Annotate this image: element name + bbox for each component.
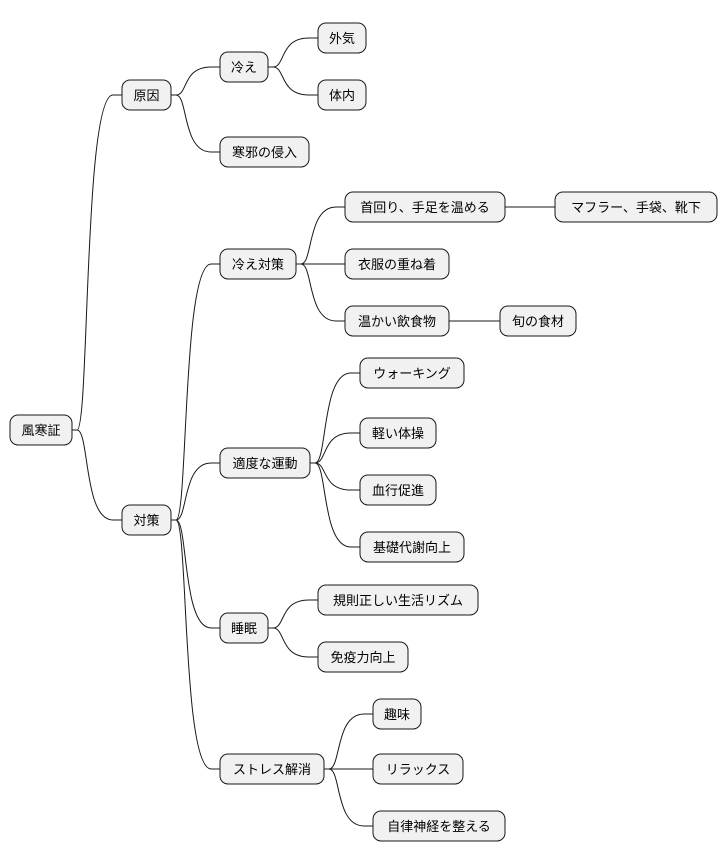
- node-label: 睡眠: [231, 622, 257, 637]
- edge-chill_measures-to-warm_food: [296, 263, 345, 322]
- node-label: マフラー、手袋、靴下: [571, 201, 701, 216]
- node-box: [317, 79, 367, 111]
- edge-root-to-cause: [72, 94, 122, 431]
- node-walking: ウォーキング: [359, 357, 465, 389]
- node-label: 自律神経を整える: [387, 820, 491, 835]
- node-box: [359, 417, 437, 449]
- edge-measures-to-chill_measures: [171, 263, 220, 521]
- node-box: [372, 753, 464, 785]
- node-muffler: マフラー、手袋、靴下: [554, 191, 718, 223]
- node-box: [317, 641, 409, 673]
- node-label: 血行促進: [372, 484, 424, 499]
- node-box: [219, 753, 325, 785]
- node-chill-measures: 冷え対策: [219, 248, 297, 280]
- edge-stress-to-hobby: [324, 713, 373, 770]
- node-box: [219, 447, 311, 479]
- node-outer: 外気: [317, 22, 367, 54]
- node-cause: 原因: [121, 79, 172, 111]
- node-label: 寒邪の侵入: [232, 145, 297, 161]
- node-measures: 対策: [121, 504, 172, 536]
- node-box: [219, 248, 297, 280]
- node-label: 趣味: [384, 708, 410, 723]
- node-exercise: 適度な運動: [219, 447, 311, 479]
- node-label: 外気: [329, 31, 355, 47]
- node-label: 体内: [329, 88, 355, 104]
- node-label: 規則正しい生活リズム: [333, 593, 463, 609]
- node-label: 免疫力向上: [330, 650, 395, 666]
- node-box: [317, 584, 479, 616]
- node-label: 冷え対策: [232, 257, 284, 273]
- edge-root-to-measures: [72, 429, 122, 521]
- node-box: [554, 191, 718, 223]
- edge-measures-to-stress: [171, 519, 220, 770]
- edge-exercise-to-walking: [310, 372, 360, 464]
- node-autonomic: 自律神経を整える: [372, 810, 506, 842]
- node-hobby: 趣味: [372, 698, 422, 730]
- node-regular-life: 規則正しい生活リズム: [317, 584, 479, 616]
- node-circulation: 血行促進: [359, 474, 437, 506]
- node-inner: 体内: [317, 79, 367, 111]
- node-label: 対策: [133, 513, 159, 529]
- node-relax: リラックス: [372, 753, 464, 785]
- node-label: 温かい飲食物: [358, 314, 436, 330]
- node-box: [219, 51, 269, 83]
- edge-sleep-to-immunity: [268, 627, 318, 658]
- node-box: [219, 612, 269, 644]
- node-label: 軽い体操: [372, 426, 424, 442]
- edge-cause-to-chill: [171, 66, 220, 96]
- node-warm-food: 温かい飲食物: [344, 305, 450, 337]
- node-metabolism: 基礎代謝向上: [359, 531, 465, 563]
- node-label: 基礎代謝向上: [373, 540, 451, 556]
- node-warm-neck: 首回り、手足を温める: [344, 191, 506, 223]
- edge-chill-to-outer: [268, 37, 318, 68]
- edge-exercise-to-metabolism: [310, 462, 360, 548]
- node-label: ストレス解消: [233, 763, 311, 778]
- node-label: 原因: [133, 89, 159, 104]
- edge-measures-to-sleep: [171, 519, 220, 629]
- node-stress: ストレス解消: [219, 753, 325, 785]
- node-label: 衣服の重ね着: [358, 257, 436, 273]
- node-sleep: 睡眠: [219, 612, 269, 644]
- node-immunity: 免疫力向上: [317, 641, 409, 673]
- node-box: [344, 191, 506, 223]
- node-box: [359, 357, 465, 389]
- edge-measures-to-exercise: [171, 462, 220, 521]
- node-layering: 衣服の重ね着: [344, 248, 450, 280]
- node-label: 冷え: [231, 61, 257, 76]
- mindmap-edges: [72, 37, 555, 827]
- node-box: [121, 79, 172, 111]
- node-chill: 冷え: [219, 51, 269, 83]
- node-box: [499, 305, 577, 337]
- node-box: [372, 810, 506, 842]
- node-box: [359, 474, 437, 506]
- node-label: 風寒証: [21, 423, 60, 439]
- edge-chill-to-inner: [268, 66, 318, 96]
- node-box: [372, 698, 422, 730]
- node-seasonal: 旬の食材: [499, 305, 577, 337]
- edge-cause-to-invasion: [171, 94, 220, 153]
- node-box: [317, 22, 367, 54]
- node-light-gym: 軽い体操: [359, 417, 437, 449]
- node-box: [344, 305, 450, 337]
- node-label: 旬の食材: [512, 314, 564, 330]
- edge-sleep-to-regular_life: [268, 599, 318, 629]
- edge-stress-to-autonomic: [324, 768, 373, 827]
- node-label: 適度な運動: [232, 456, 297, 472]
- edge-chill_measures-to-warm_neck: [296, 206, 345, 265]
- edge-exercise-to-circulation: [310, 462, 360, 491]
- node-label: リラックス: [386, 763, 451, 778]
- node-box: [121, 504, 172, 536]
- edge-exercise-to-light_gym: [310, 432, 360, 464]
- node-box: [9, 414, 73, 446]
- node-root: 風寒証: [9, 414, 73, 446]
- node-label: ウォーキング: [373, 367, 451, 382]
- node-box: [219, 136, 310, 168]
- node-box: [359, 531, 465, 563]
- node-box: [344, 248, 450, 280]
- node-label: 首回り、手足を温める: [360, 201, 489, 216]
- node-invasion: 寒邪の侵入: [219, 136, 310, 168]
